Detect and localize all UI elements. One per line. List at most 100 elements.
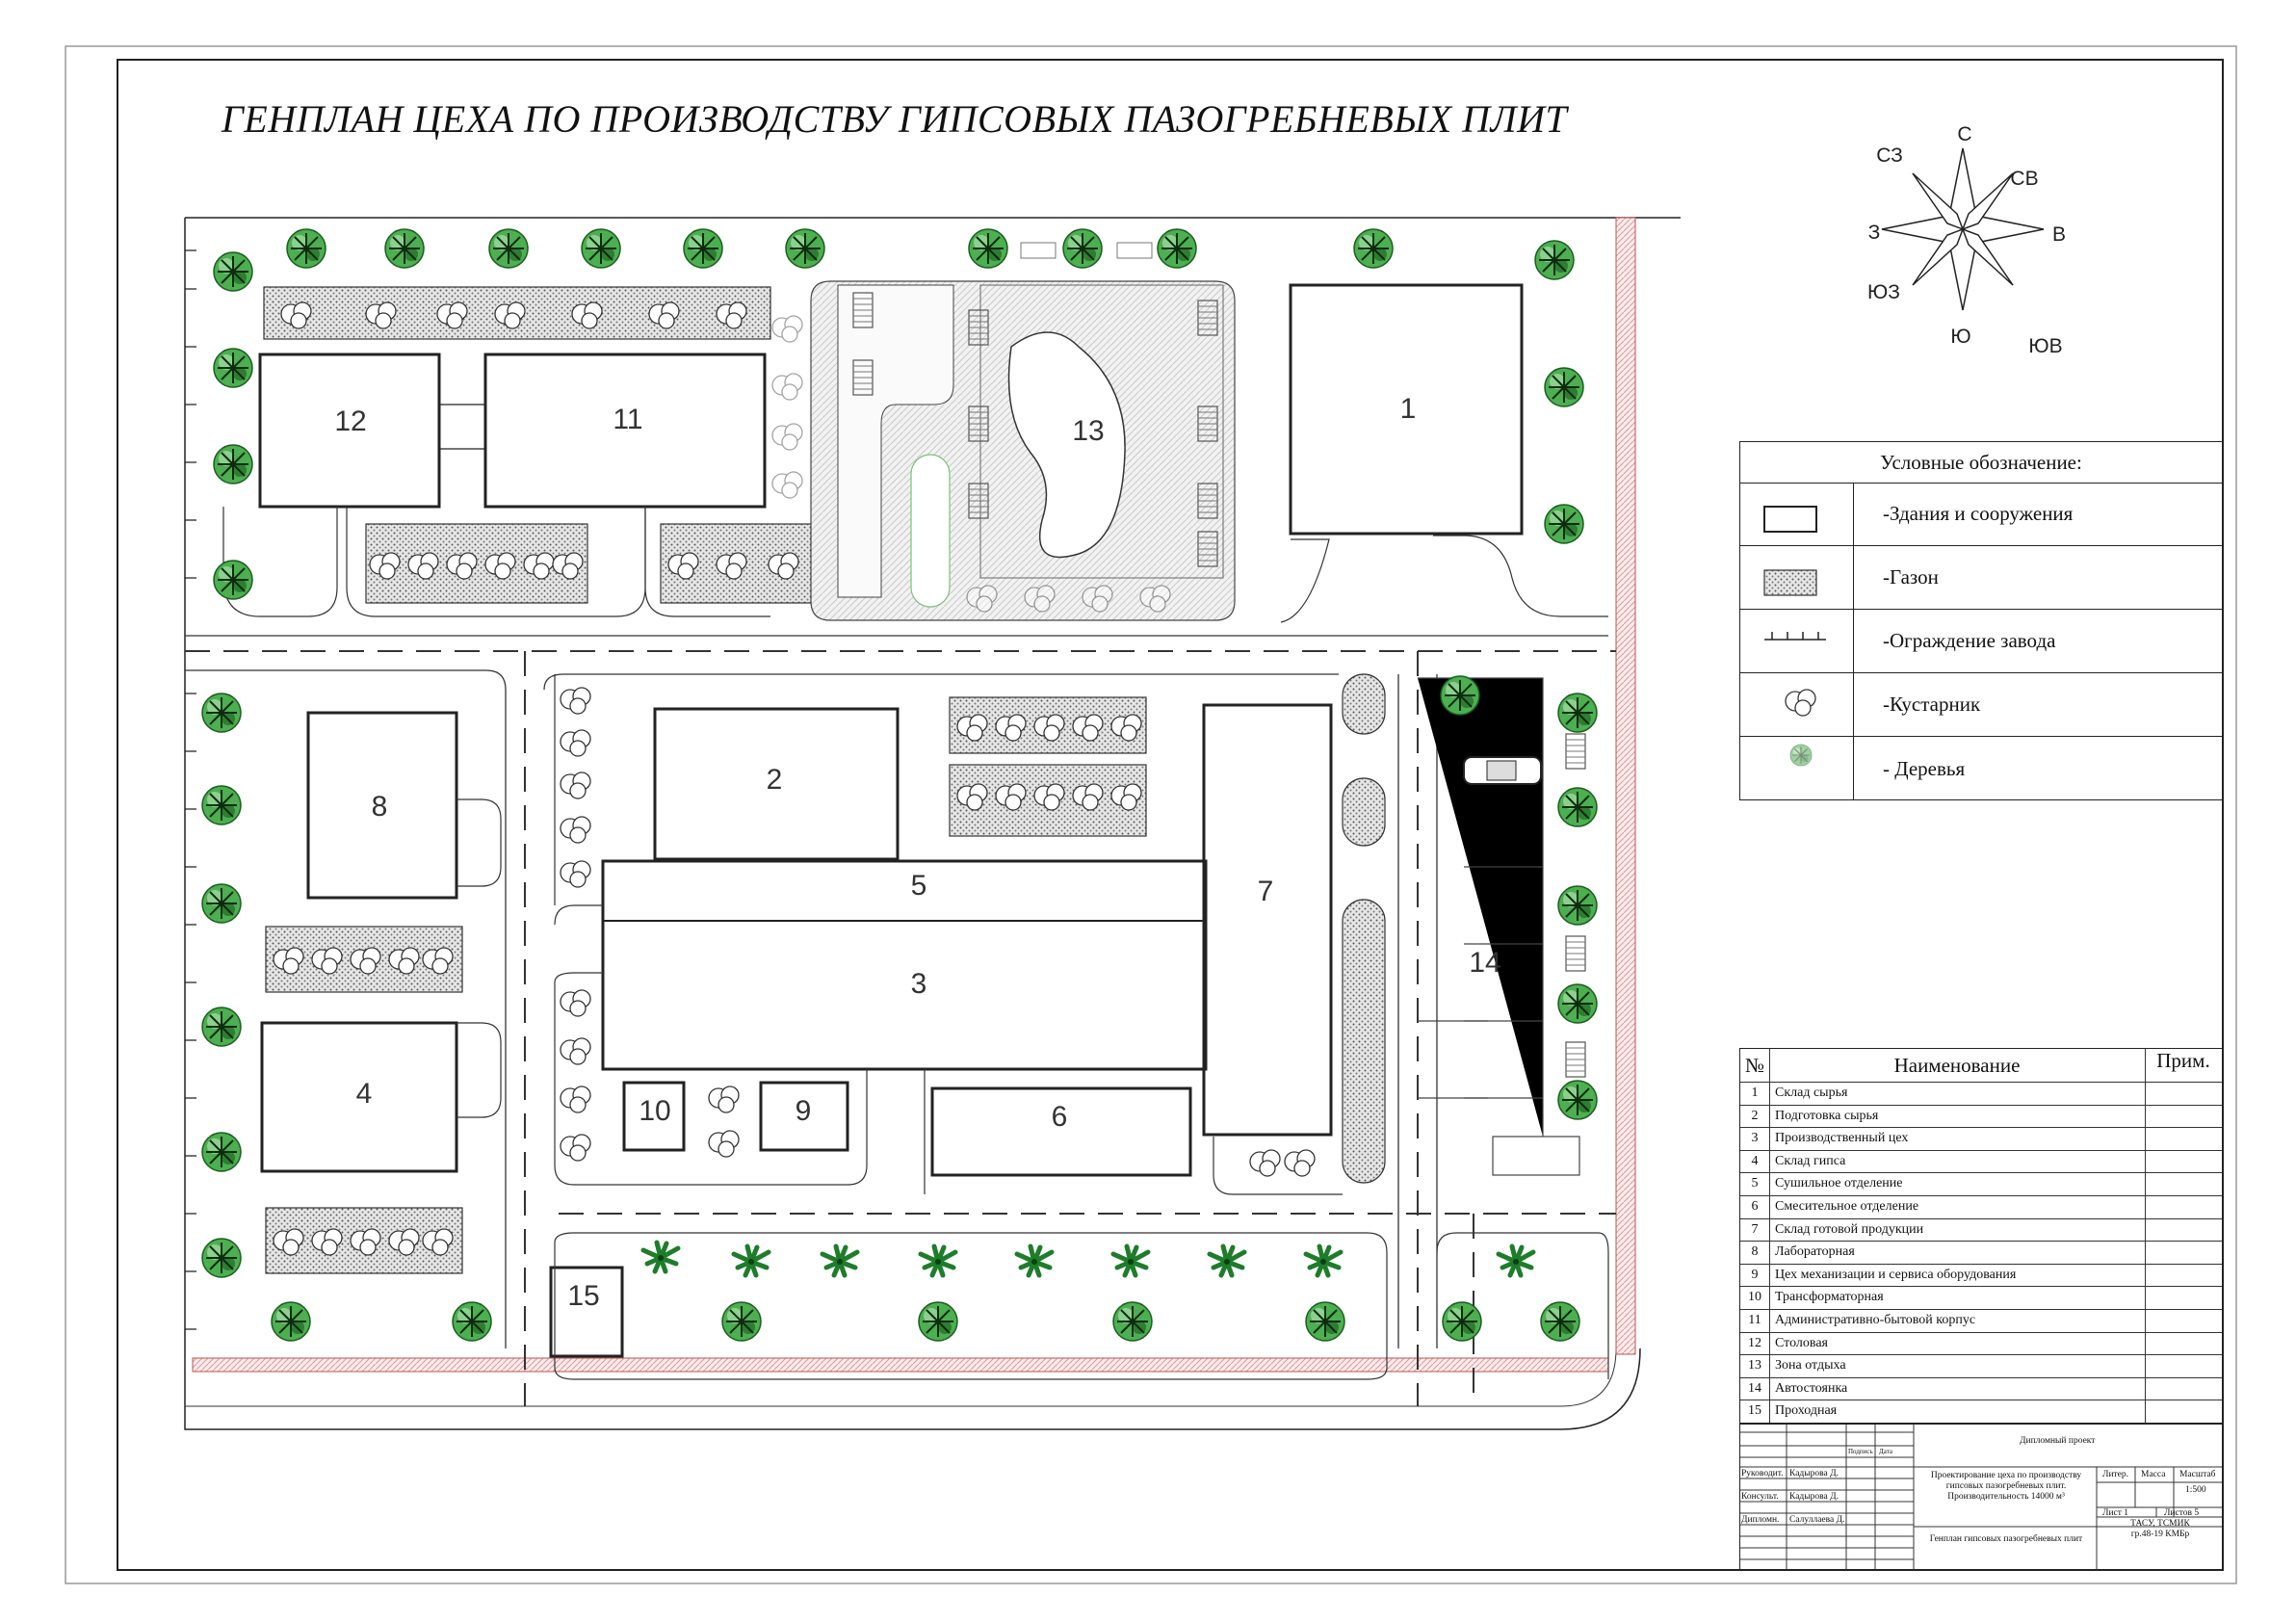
building-label-3: 3 xyxy=(910,968,927,1000)
compass-label-e: В xyxy=(2051,223,2067,246)
legend-label: -Газон xyxy=(1883,565,1939,589)
legend-lawn-symbol xyxy=(1763,569,1817,596)
building-label-11: 11 xyxy=(613,404,643,435)
spec-row-name: Склад сырья xyxy=(1775,1086,1848,1100)
legend-fence-symbol xyxy=(1764,632,1826,641)
spec-row: 14 Автостоянка xyxy=(1740,1376,2222,1400)
building-label-6: 6 xyxy=(1051,1101,1068,1133)
spec-row: 6 Смесительное отделение xyxy=(1740,1195,2222,1217)
building-label-4: 4 xyxy=(355,1078,373,1110)
spec-row-number: 12 xyxy=(1748,1335,1761,1350)
legend-row: -Здания и сооружения xyxy=(1740,483,2222,546)
spec-row-number: 10 xyxy=(1748,1290,1761,1305)
car-icon xyxy=(1463,756,1542,785)
building-label-7: 7 xyxy=(1257,876,1274,907)
compass-label-s: Ю xyxy=(1950,326,1971,348)
legend-box: Условные обозначение: -Здания и сооружен… xyxy=(1739,441,2223,800)
spec-row: 13 Зона отдыха xyxy=(1740,1354,2222,1376)
tb-role-3: Дипломн. xyxy=(1741,1515,1780,1525)
title-block-grid xyxy=(1740,1425,2222,1569)
tb-col-date: Дата xyxy=(1879,1448,1892,1455)
spec-row-number: 2 xyxy=(1751,1108,1759,1123)
compass-label-ne: СВ xyxy=(2010,168,2039,190)
spec-row-name: Автостоянка xyxy=(1775,1380,1848,1396)
spec-row-number: 8 xyxy=(1751,1244,1759,1260)
tb-org-line1: ТАСУ, ТСМИК xyxy=(2130,1519,2190,1529)
shrub-icon xyxy=(1740,673,1854,736)
tb-col-scale: Масштаб xyxy=(2179,1470,2216,1479)
spec-row-name: Столовая xyxy=(1775,1335,1828,1350)
spec-col-note: Прим. xyxy=(2156,1048,2210,1072)
spec-row-number: 1 xyxy=(1751,1086,1759,1100)
spec-row-name: Смесительное отделение xyxy=(1775,1199,1919,1214)
spec-row-number: 14 xyxy=(1748,1380,1761,1396)
compass-label-sw: ЮЗ xyxy=(1867,281,1900,303)
title-block: Дипломный проект Подпись Дата Руководит.… xyxy=(1739,1424,2223,1570)
tb-sheet: Лист 1 xyxy=(2102,1508,2129,1518)
spec-row: 8 Лабораторная xyxy=(1740,1241,2222,1263)
compass-label-n: С xyxy=(1957,123,1972,145)
legend-label: -Здания и сооружения xyxy=(1883,502,2074,525)
spec-row: 12 Столовая xyxy=(1740,1331,2222,1354)
legend-row: -Газон xyxy=(1740,546,2222,610)
spec-col-name: Наименование xyxy=(1893,1053,2021,1077)
tree-icon xyxy=(1740,737,1854,800)
building-label-10: 10 xyxy=(639,1095,671,1127)
tb-col-liter: Литер. xyxy=(2102,1470,2129,1479)
spec-col-no: № xyxy=(1744,1053,1765,1077)
spec-row-name: Подготовка сырья xyxy=(1775,1108,1879,1123)
spec-row: 1 Склад сырья xyxy=(1740,1082,2222,1104)
spec-row-name: Зона отдыха xyxy=(1775,1358,1846,1373)
compass-rose xyxy=(1881,147,2045,311)
spec-row-number: 15 xyxy=(1748,1403,1761,1419)
spec-row-name: Сушильное отделение xyxy=(1775,1176,1903,1191)
spec-row: 9 Цех механизации и сервиса оборудования xyxy=(1740,1263,2222,1286)
building-label-15: 15 xyxy=(567,1280,600,1312)
spec-row-name: Лабораторная xyxy=(1775,1244,1855,1260)
spec-row-name: Склад гипса xyxy=(1775,1153,1846,1168)
tb-name-1: Кадырова Д. xyxy=(1789,1469,1839,1478)
compass-label-nw: СЗ xyxy=(1876,144,1903,167)
compass-label-se: ЮВ xyxy=(2028,335,2063,357)
tb-project-line3: Производительность 14000 м³ xyxy=(1947,1492,2065,1502)
legend-label: -Кустарник xyxy=(1883,693,1981,716)
drawing-title: ГЕНПЛАН ЦЕХА ПО ПРОИЗВОДСТВУ ГИПСОВЫХ ПА… xyxy=(222,97,1568,141)
spec-row-name: Трансформаторная xyxy=(1775,1290,1884,1305)
spec-row-name: Цех механизации и сервиса оборудования xyxy=(1775,1267,2017,1282)
building-label-2: 2 xyxy=(766,764,783,796)
tb-role-2: Консульт. xyxy=(1741,1492,1779,1502)
spec-row-number: 6 xyxy=(1751,1199,1759,1214)
spec-row-number: 11 xyxy=(1748,1313,1761,1327)
building-label-8: 8 xyxy=(371,791,388,823)
legend-building-symbol xyxy=(1763,506,1817,533)
tb-role-1: Руководит. xyxy=(1741,1469,1784,1478)
legend-row: -Ограждение завода xyxy=(1740,610,2222,673)
fence-icon xyxy=(1740,610,1854,672)
spec-row-name: Проходная xyxy=(1775,1403,1838,1419)
building-icon xyxy=(1740,483,1854,545)
tb-sheets: Листов 5 xyxy=(2164,1508,2200,1518)
building-label-14: 14 xyxy=(1469,947,1501,979)
legend-label: -Ограждение завода xyxy=(1883,629,2056,652)
spec-row: 10 Трансформаторная xyxy=(1740,1286,2222,1308)
legend-title: Условные обозначение: xyxy=(1740,442,2222,484)
buildings-spec-table: № Наименование Прим. 1 Склад сырья 2 Подгот… xyxy=(1739,1048,2223,1424)
lawn-icon xyxy=(1740,546,1854,609)
tb-drawing-name: Генплан гипсовых пазогребневых плит xyxy=(1929,1534,2083,1544)
legend-row: - Деревья xyxy=(1740,737,2222,800)
spec-row-number: 13 xyxy=(1748,1358,1761,1373)
spec-row: 4 Склад гипса xyxy=(1740,1149,2222,1172)
building-label-13: 13 xyxy=(1072,415,1105,447)
tb-col-mass: Масса xyxy=(2141,1470,2166,1479)
spec-row: 15 Проходная xyxy=(1740,1400,2222,1422)
spec-row-number: 9 xyxy=(1751,1267,1759,1282)
spec-row-number: 4 xyxy=(1751,1153,1759,1168)
tb-name-3: Салуллаева Д. xyxy=(1789,1515,1845,1525)
building-label-5: 5 xyxy=(910,870,927,902)
building-label-12: 12 xyxy=(334,406,367,437)
legend-row: -Кустарник xyxy=(1740,673,2222,737)
